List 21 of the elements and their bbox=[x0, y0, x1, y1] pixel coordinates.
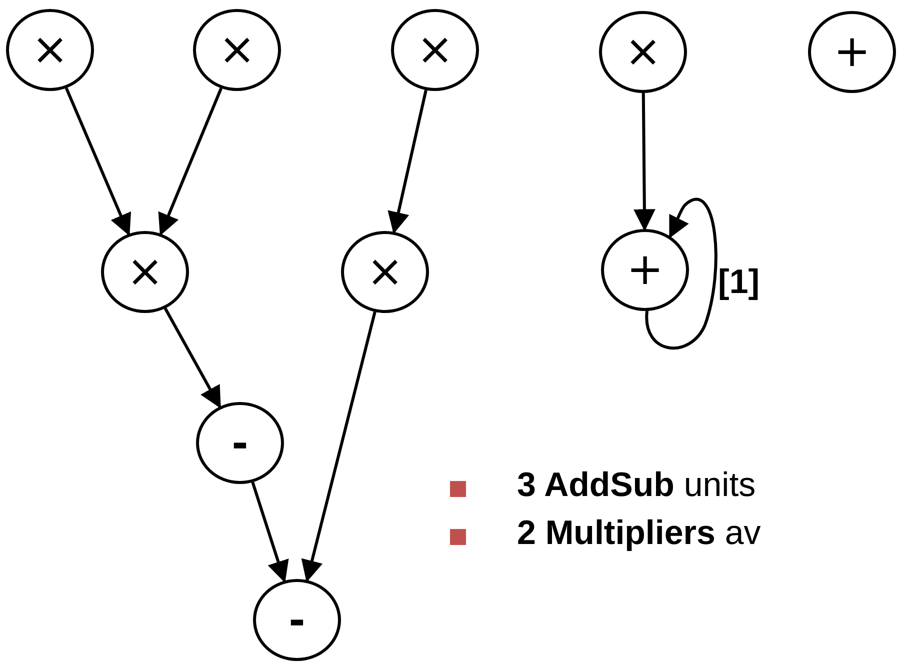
arrow bbox=[251, 482, 289, 583]
operator-symbol: × bbox=[32, 28, 68, 72]
operator-symbol: × bbox=[366, 250, 404, 294]
operator-symbol: × bbox=[624, 30, 662, 74]
arrow bbox=[164, 308, 222, 409]
operator-symbol: + bbox=[626, 248, 664, 292]
edge-label: [1] bbox=[718, 265, 760, 299]
operator-symbol: × bbox=[416, 28, 454, 72]
bullet-text: 3 AddSub units bbox=[517, 467, 756, 504]
arrow bbox=[64, 88, 132, 236]
arrow bbox=[301, 312, 376, 582]
operator-symbol: - bbox=[232, 419, 248, 467]
arrow bbox=[645, 198, 718, 350]
operator-symbol: × bbox=[218, 28, 256, 72]
operator-symbol: - bbox=[289, 596, 305, 644]
arrow bbox=[158, 88, 223, 236]
operator-symbol: × bbox=[126, 250, 164, 294]
arrow bbox=[388, 90, 428, 234]
operator-symbol: + bbox=[834, 30, 870, 74]
bullet-text: 2 Multipliers av bbox=[517, 515, 761, 552]
arrow bbox=[633, 92, 656, 232]
